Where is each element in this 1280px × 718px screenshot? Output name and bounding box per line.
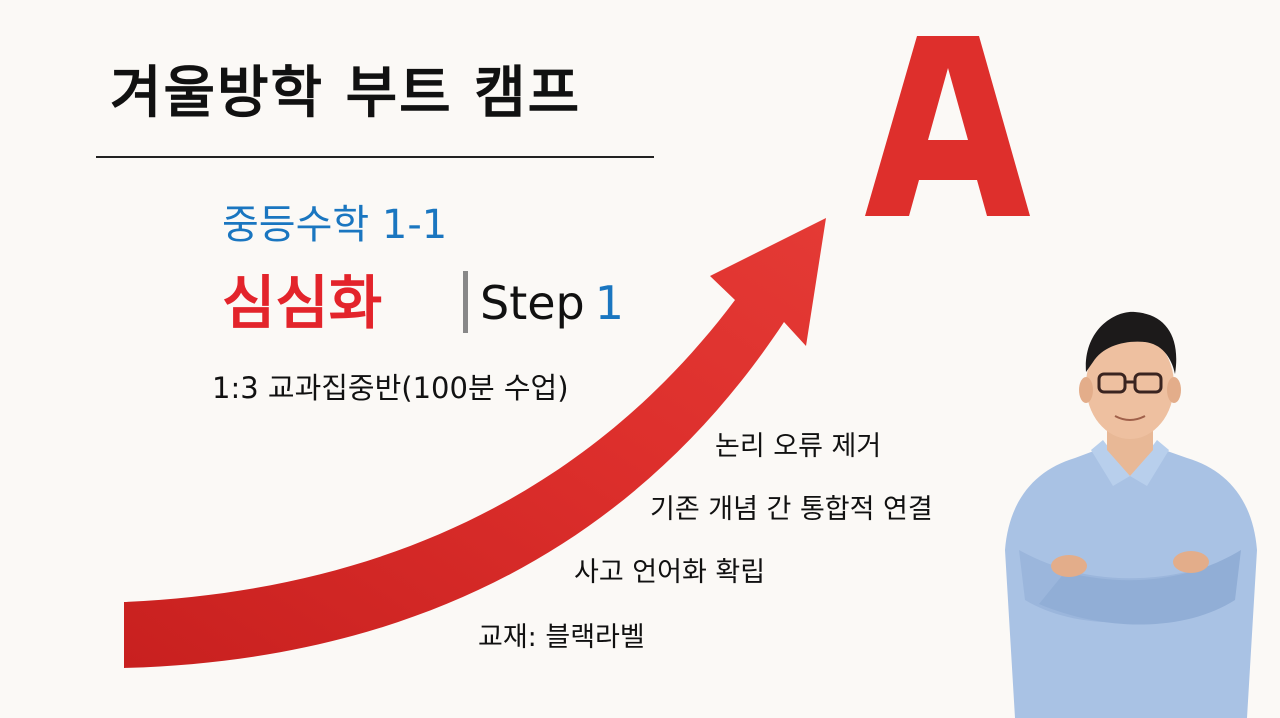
feature-item: 기존 개념 간 통합적 연결 — [650, 494, 933, 525]
step-number: 1 — [594, 276, 625, 330]
subject-label: 중등수학 1-1 — [222, 202, 448, 248]
feature-item: 교재: 블랙라벨 — [478, 622, 645, 653]
divider — [96, 156, 654, 158]
step-divider — [463, 271, 468, 333]
feature-item: 사고 언어화 확립 — [574, 557, 766, 588]
level-label: 심심화 — [222, 269, 383, 337]
class-info: 1:3 교과집중반(100분 수업) — [212, 371, 569, 405]
feature-item: 논리 오류 제거 — [715, 431, 882, 462]
page-title: 겨울방학 부트 캠프 — [110, 61, 582, 126]
teacher-photo — [1005, 311, 1257, 718]
step-text: Step — [480, 276, 585, 330]
grade-a-icon — [865, 36, 1030, 216]
